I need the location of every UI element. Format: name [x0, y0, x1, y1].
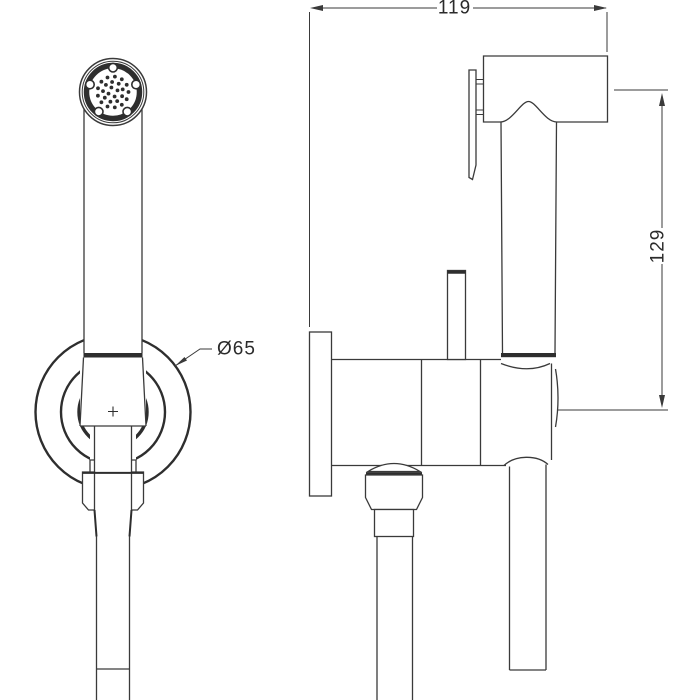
dimension-height-label: 129: [648, 229, 669, 264]
handle-grip-side: [500, 121, 558, 358]
valve-body: [331, 358, 559, 467]
holder-hook-edge-side: [501, 353, 556, 358]
nozzle-dot: [120, 94, 124, 99]
nut-mask: [82, 472, 144, 510]
dimension-width: 119: [309, 0, 608, 327]
nozzle-dot: [115, 99, 120, 103]
taper-mask: [94, 510, 132, 537]
side-view: [308, 55, 609, 700]
nozzle-dot: [113, 74, 117, 79]
hose-mask: [96, 537, 130, 700]
extension-lines-height: [558, 89, 668, 411]
nozzle-dot: [110, 80, 114, 84]
nozzle-dot: [96, 93, 100, 98]
nozzle-dot: [120, 87, 125, 92]
nozzle-dot: [119, 77, 124, 82]
handle-tube: [503, 456, 549, 671]
nozzle-dot: [119, 102, 124, 107]
center-cross-mark: [108, 406, 118, 417]
nozzle-dot: [108, 99, 113, 104]
lever-pins: [476, 79, 484, 115]
dimension-width-label: 119: [438, 0, 471, 19]
nozzle-dot: [126, 90, 131, 94]
front-view: [34, 57, 192, 700]
nozzle-dot: [109, 85, 114, 90]
extension-lines-width: [309, 12, 608, 327]
nozzle-dot: [105, 104, 110, 109]
rim-nozzle-hole: [93, 106, 104, 117]
control-rod: [446, 269, 467, 361]
nozzle-dot: [96, 86, 100, 91]
dimension-height: 129: [558, 89, 669, 411]
grip-mask: [84, 108, 142, 354]
trigger-lever: [468, 69, 484, 181]
handle-grip: [79, 108, 147, 472]
nozzle-dot: [99, 79, 104, 84]
nozzle-dot: [102, 95, 107, 100]
wall-flange: [308, 331, 333, 497]
nozzle-dot: [112, 94, 117, 99]
spray-face-notches: [84, 62, 142, 117]
spray-face-dots: [96, 74, 131, 110]
rim-nozzle-hole: [107, 62, 119, 73]
spray-head-inner-rim: [81, 60, 145, 124]
nozzle-dot: [115, 88, 120, 93]
nozzle-dot: [101, 89, 105, 93]
nozzle-dot: [124, 82, 129, 87]
spray-head: [78, 57, 148, 127]
nozzle-dot: [116, 81, 121, 86]
nozzle-dot: [99, 100, 104, 105]
diameter-label: Ø65: [217, 339, 256, 360]
spray-head-side: [482, 55, 609, 123]
shower-hose-side: [376, 536, 414, 700]
rim-nozzle-hole: [122, 106, 133, 117]
nozzle-dot: [106, 91, 111, 96]
nozzle-dot: [124, 97, 129, 102]
diameter-callout: Ø65: [174, 339, 256, 367]
nozzle-dot: [105, 75, 110, 80]
shower-hose: [95, 536, 131, 700]
rim-nozzle-hole: [131, 79, 142, 90]
nozzle-dot: [112, 105, 117, 110]
tube-mask: [90, 426, 136, 472]
holder-ring-side-profile: [554, 368, 559, 428]
hose-connector-side: [364, 462, 424, 700]
rim-nozzle-hole: [84, 79, 95, 90]
holder-hook-edge: [83, 353, 143, 358]
hose-nut: [81, 471, 145, 537]
nozzle-dot: [104, 83, 108, 87]
